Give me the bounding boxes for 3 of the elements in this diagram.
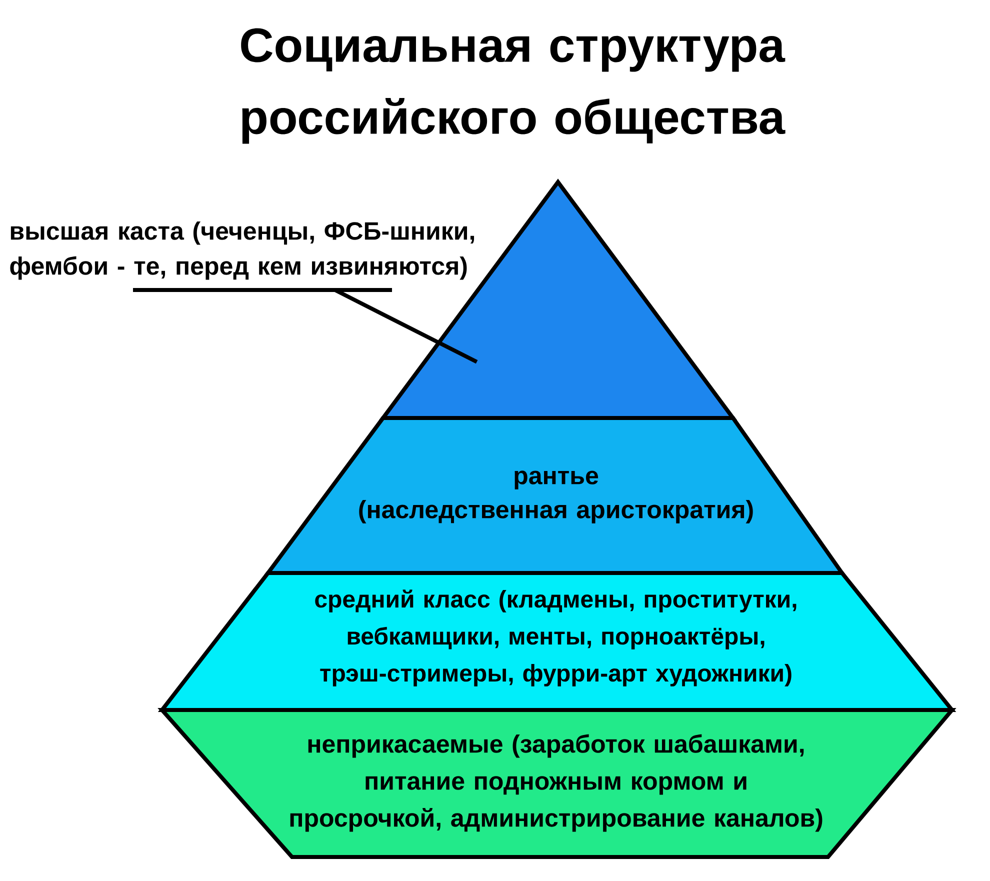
annotation-text: высшая каста (чеченцы, ФСБ-шники, фембои - те, перед кем извиняются) <box>10 222 474 280</box>
title: Социальная структура российского общества <box>241 28 786 144</box>
leader-line <box>131 288 479 364</box>
